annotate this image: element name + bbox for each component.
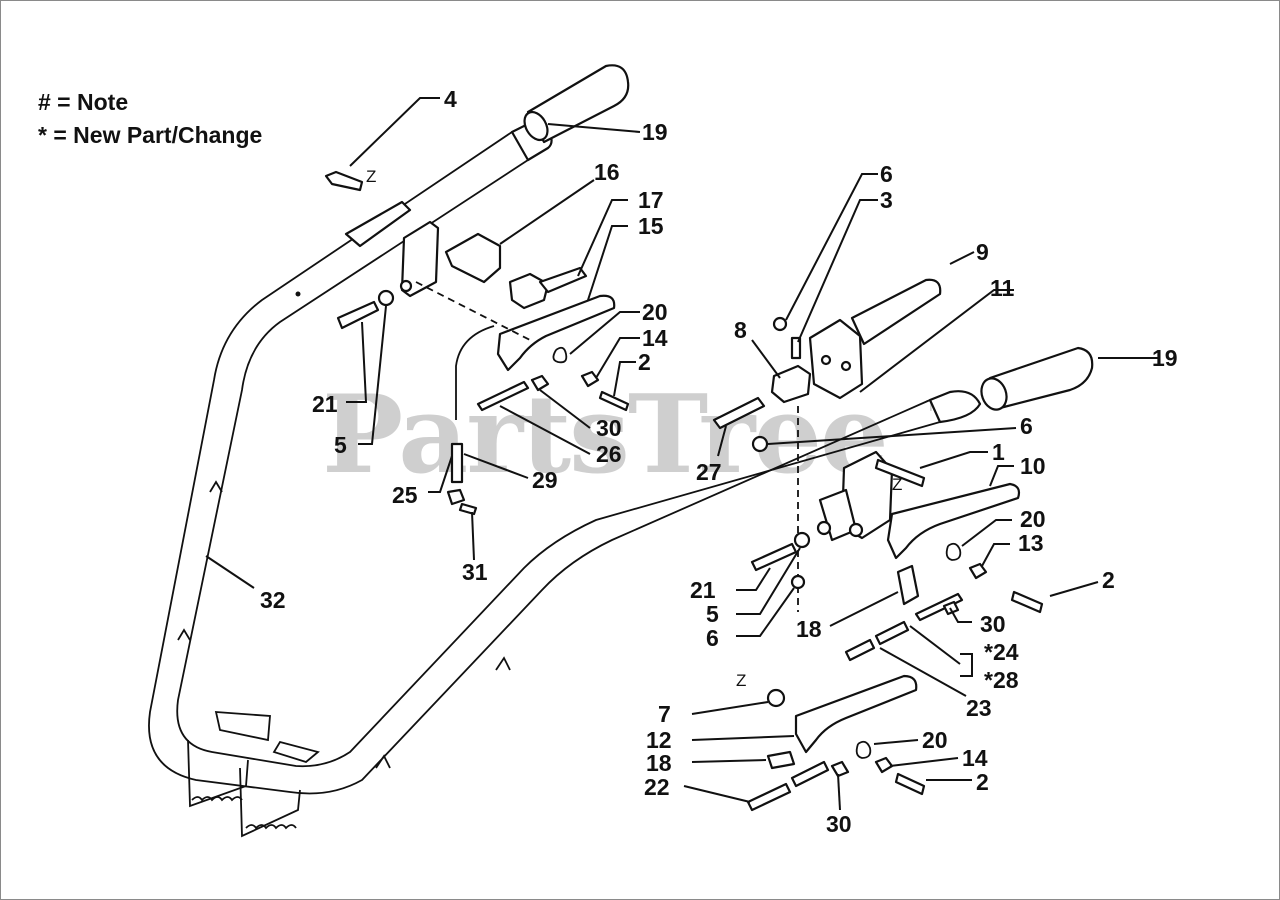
center-bracket-assembly xyxy=(712,316,864,612)
legend-note: # = Note xyxy=(38,89,129,115)
callout-label: 3 xyxy=(880,187,893,213)
tine-shield-brackets xyxy=(187,711,320,838)
callout-label: 20 xyxy=(1020,506,1046,532)
callout-label: 29 xyxy=(532,467,558,493)
callout-label: 1 xyxy=(992,439,1005,465)
upper-left-assembly xyxy=(324,170,630,516)
callout-label: 21 xyxy=(690,577,716,603)
callout-label: 2 xyxy=(976,769,989,795)
callout-label: 27 xyxy=(696,459,722,485)
z-markers: Z Z Z xyxy=(366,167,902,690)
callout-label: 20 xyxy=(642,299,668,325)
callout-label: 22 xyxy=(644,774,670,800)
legend-new-part: * = New Part/Change xyxy=(38,122,263,148)
callout-label: 4 xyxy=(444,86,457,112)
callout-label: 19 xyxy=(642,119,668,145)
handle-tube xyxy=(850,278,942,346)
callout-label: 23 xyxy=(966,695,992,721)
callout-label: 18 xyxy=(646,750,672,776)
callout-label: 11 xyxy=(990,275,1015,301)
leader-lines xyxy=(205,97,1160,811)
callout-label: 12 xyxy=(646,727,672,753)
handlebar-frame xyxy=(148,116,982,795)
handle-grip-upper xyxy=(523,64,630,144)
z-marker: Z xyxy=(892,475,902,494)
z-marker: Z xyxy=(366,167,376,186)
callout-label: 9 xyxy=(976,239,989,265)
callout-label: 17 xyxy=(638,187,664,213)
callout-label: 21 xyxy=(312,391,338,417)
callout-label: *24 xyxy=(984,639,1019,665)
callout-label: 8 xyxy=(734,317,747,343)
callout-label: 6 xyxy=(1020,413,1033,439)
callout-label: 6 xyxy=(880,161,893,187)
callout-label: 2 xyxy=(1102,567,1115,593)
callout-label: 25 xyxy=(392,482,418,508)
callout-label: 7 xyxy=(658,701,671,727)
callout-label: 26 xyxy=(596,441,622,467)
callout-label: 30 xyxy=(596,415,622,441)
callout-label: 30 xyxy=(826,811,852,837)
legend: # = Note * = New Part/Change xyxy=(38,86,262,152)
callout-label: 2 xyxy=(638,349,651,375)
callout-label: 15 xyxy=(638,213,664,239)
callout-labels: 4 19 16 17 15 20 14 2 30 26 29 25 31 21 … xyxy=(260,86,1178,837)
handle-grip-right xyxy=(980,346,1094,411)
callout-label: 18 xyxy=(796,616,822,642)
callout-label: 10 xyxy=(1020,453,1046,479)
callout-label: *28 xyxy=(984,667,1019,693)
callout-label: 19 xyxy=(1152,345,1178,371)
lower-lever-assembly xyxy=(746,674,926,812)
callout-label: 5 xyxy=(334,432,347,458)
callout-label: 14 xyxy=(642,325,668,351)
callout-label: 20 xyxy=(922,727,948,753)
right-lever-assembly xyxy=(750,450,1044,662)
callout-label: 5 xyxy=(706,601,719,627)
callout-label: 32 xyxy=(260,587,286,613)
callout-label: 31 xyxy=(462,559,488,585)
callout-label: 13 xyxy=(1018,530,1044,556)
callout-label: 16 xyxy=(594,159,620,185)
callout-label: 30 xyxy=(980,611,1006,637)
callout-label: 6 xyxy=(706,625,719,651)
z-marker: Z xyxy=(736,671,746,690)
callout-label: 14 xyxy=(962,745,988,771)
